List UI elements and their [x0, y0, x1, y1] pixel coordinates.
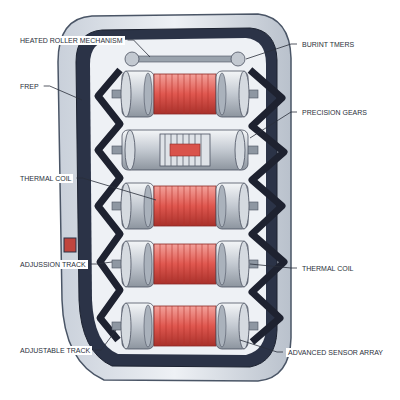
leader-line	[250, 264, 297, 268]
leader-line	[250, 112, 297, 138]
leader-line	[95, 330, 116, 350]
part-label: THERMAL COIL	[300, 264, 355, 273]
leader-line	[128, 40, 150, 57]
leader-line	[246, 44, 297, 59]
leader-line	[76, 178, 156, 200]
part-label: ADVANCED SENSOR ARRAY	[286, 348, 385, 357]
leader-line	[91, 262, 112, 264]
leader-line	[44, 86, 82, 100]
part-label: BURINT TMERS	[300, 40, 356, 49]
leader-line	[240, 340, 283, 352]
part-label: ADJUSTABLE TRACK	[18, 346, 92, 355]
part-label: THERMAL COIL	[18, 174, 73, 183]
part-label: HEATED ROLLER MECHANISM	[18, 36, 125, 45]
part-label: FREP	[18, 82, 41, 91]
part-label: PRECISION GEARS	[300, 108, 369, 117]
part-label: ADJUSSION TRACK	[18, 260, 88, 269]
